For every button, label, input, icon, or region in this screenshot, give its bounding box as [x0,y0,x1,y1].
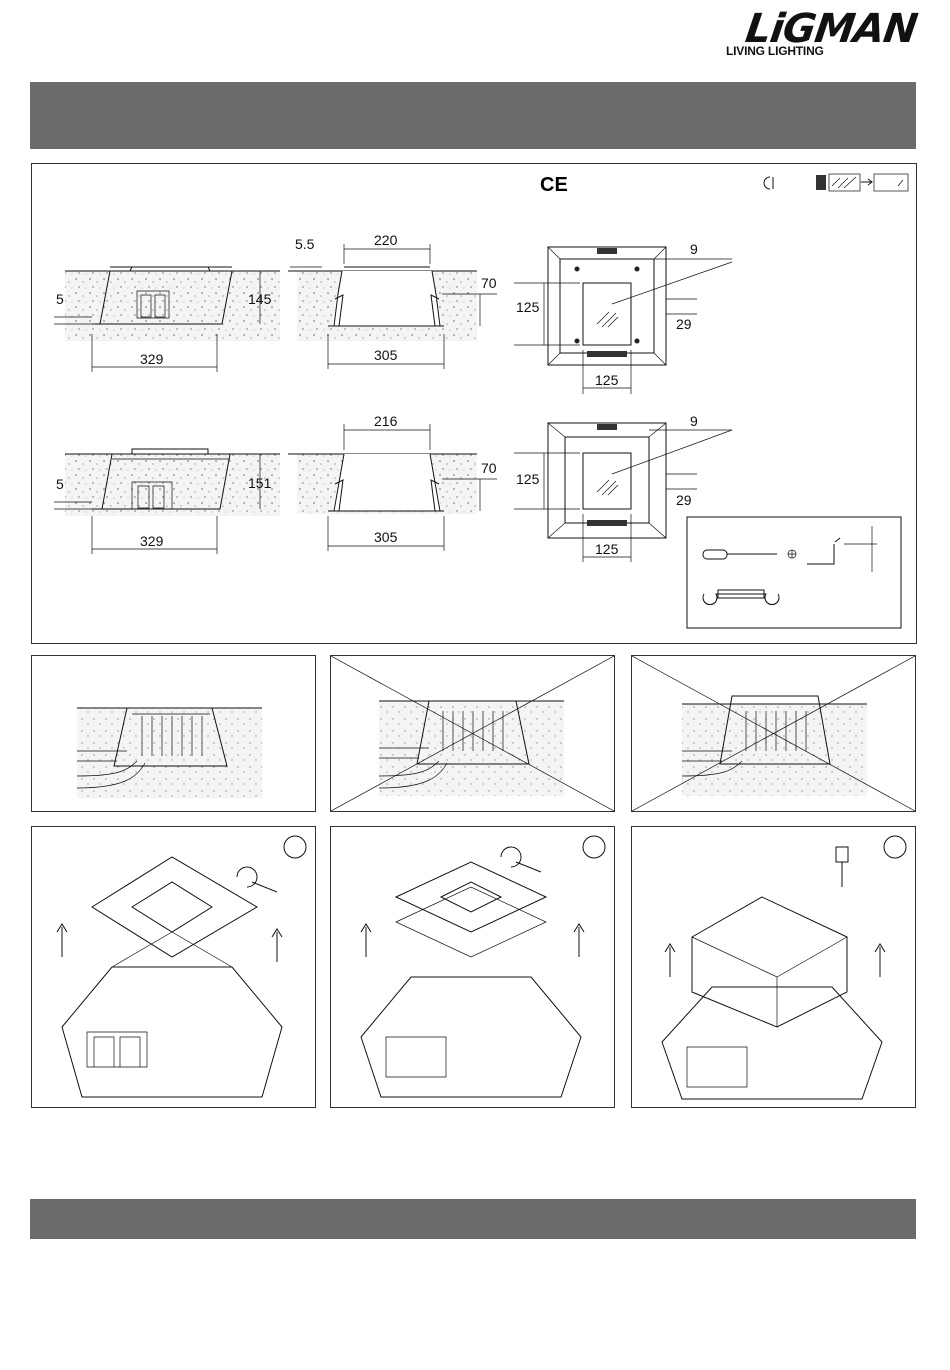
dim-window-width: 125 [595,372,619,388]
screwdriver-icon [703,550,796,559]
glass-icon [816,174,908,191]
dim-edge: 9 [690,241,698,257]
dim-side-2: 29 [676,492,692,508]
dim-window-height: 125 [516,299,540,315]
dim-window-height-2: 125 [516,471,540,487]
dim-depth-2: 70 [481,460,497,476]
spec-panel: CE 5 145 329 [31,163,917,644]
spanner-icon [703,590,779,605]
class-iii-icon [764,177,773,189]
plan-view-1: 9 125 29 125 [514,241,732,394]
tools-box [687,517,901,628]
install-wrong-2 [631,655,916,812]
ce-mark: CE [540,174,568,196]
footer-band [30,1199,916,1239]
section-view-2: 5.5 220 70 305 [288,232,497,369]
dim-lip: 5.5 [295,236,315,252]
dim-window-width-2: 125 [595,541,619,557]
brand-tagline: LIVING LIGHTING [726,44,824,58]
section-view-1: 5 145 329 [54,267,280,372]
dim-offset-2: 5 [56,476,64,492]
dim-side: 29 [676,316,692,332]
install-correct [31,655,316,812]
allen-key-icon [807,526,877,572]
dim-height: 145 [248,291,272,307]
dim-inner-width-2: 305 [374,529,398,545]
dim-inner-width: 305 [374,347,398,363]
dim-base-width-2: 329 [140,533,164,549]
section-view-3: 5 151 329 [54,449,280,554]
install-wrong-1 [330,655,615,812]
spec-drawing: CE 5 145 329 [32,164,916,643]
dim-base-width: 329 [140,351,164,367]
assembly-step-2 [330,826,615,1108]
dim-top-width: 220 [374,232,398,248]
brand-logo: LiGMAN LIVING LIGHTING [722,10,922,60]
dim-offset: 5 [56,291,64,307]
plan-view-2: 9 125 29 125 [514,413,732,562]
dim-edge-2: 9 [690,413,698,429]
dim-depth: 70 [481,275,497,291]
ce-mark-icon: CE [540,174,568,196]
section-view-4: 216 70 305 [288,413,497,551]
header-band [30,82,916,149]
dim-top-width-2: 216 [374,413,398,429]
dim-height-2: 151 [248,475,272,491]
assembly-step-3 [631,826,916,1108]
assembly-step-1 [31,826,316,1108]
